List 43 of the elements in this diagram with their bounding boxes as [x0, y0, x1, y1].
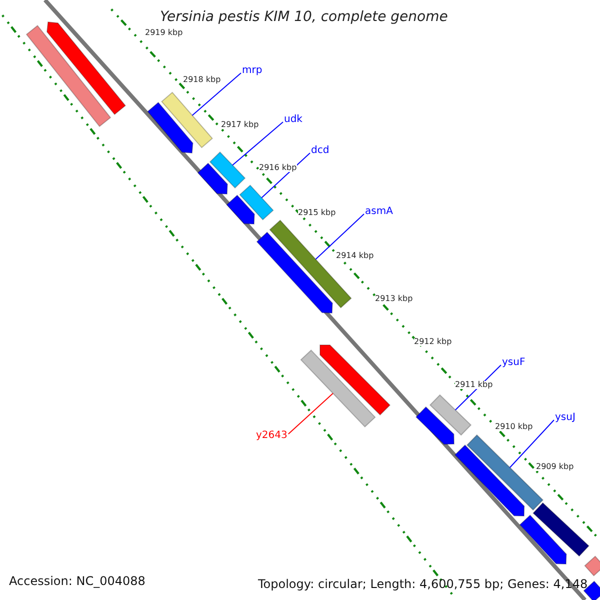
- leader-line: [315, 214, 364, 260]
- gene-bar: [532, 502, 590, 557]
- gene-block: [46, 21, 126, 116]
- gene-block: [147, 102, 194, 154]
- gene-label: asmA: [365, 207, 393, 217]
- gene-bar: [161, 92, 213, 148]
- map-title: Yersinia pestis KIM 10, complete genome: [160, 10, 448, 24]
- gene-block: [256, 232, 333, 314]
- gene-bar: [239, 184, 274, 220]
- leader-line: [509, 420, 554, 468]
- leader-line: [288, 392, 334, 434]
- gene-bar: [209, 151, 246, 189]
- gene-bar: [300, 350, 376, 428]
- leader-line: [261, 152, 310, 198]
- scale-label: 2917 kbp: [221, 121, 259, 129]
- scale-label: 2916 kbp: [259, 164, 297, 172]
- gene-label: udk: [284, 115, 302, 125]
- gene-block: [454, 444, 525, 516]
- gene-bar: [429, 394, 472, 436]
- scale-label: 2912 kbp: [414, 338, 452, 346]
- gene-label: mrp: [242, 66, 262, 76]
- gene-block: [226, 194, 255, 225]
- gene-label: ysuF: [502, 358, 526, 368]
- leader-line: [192, 72, 242, 116]
- gene-label: y2643: [256, 431, 288, 441]
- leader-line: [232, 122, 284, 166]
- scale-label: 2914 kbp: [336, 252, 374, 260]
- gene-block: [519, 514, 567, 565]
- gene-block: [415, 406, 454, 445]
- gene-block: [197, 162, 228, 195]
- gene-block: [320, 344, 391, 416]
- scale-label: 2919 kbp: [145, 29, 183, 37]
- scale-label: 2910 kbp: [495, 423, 533, 431]
- gene-bar: [26, 24, 112, 128]
- gene-label: dcd: [311, 146, 330, 156]
- gene-label: ysuJ: [555, 413, 576, 423]
- gene-bar: [584, 556, 600, 576]
- scale-label: 2911 kbp: [455, 381, 493, 389]
- scale-label: 2909 kbp: [536, 463, 574, 471]
- scale-label: 2915 kbp: [298, 209, 336, 217]
- accession-text: Accession: NC_004088: [9, 575, 146, 587]
- scale-label: 2918 kbp: [183, 76, 221, 84]
- scale-label: 2913 kbp: [375, 295, 413, 303]
